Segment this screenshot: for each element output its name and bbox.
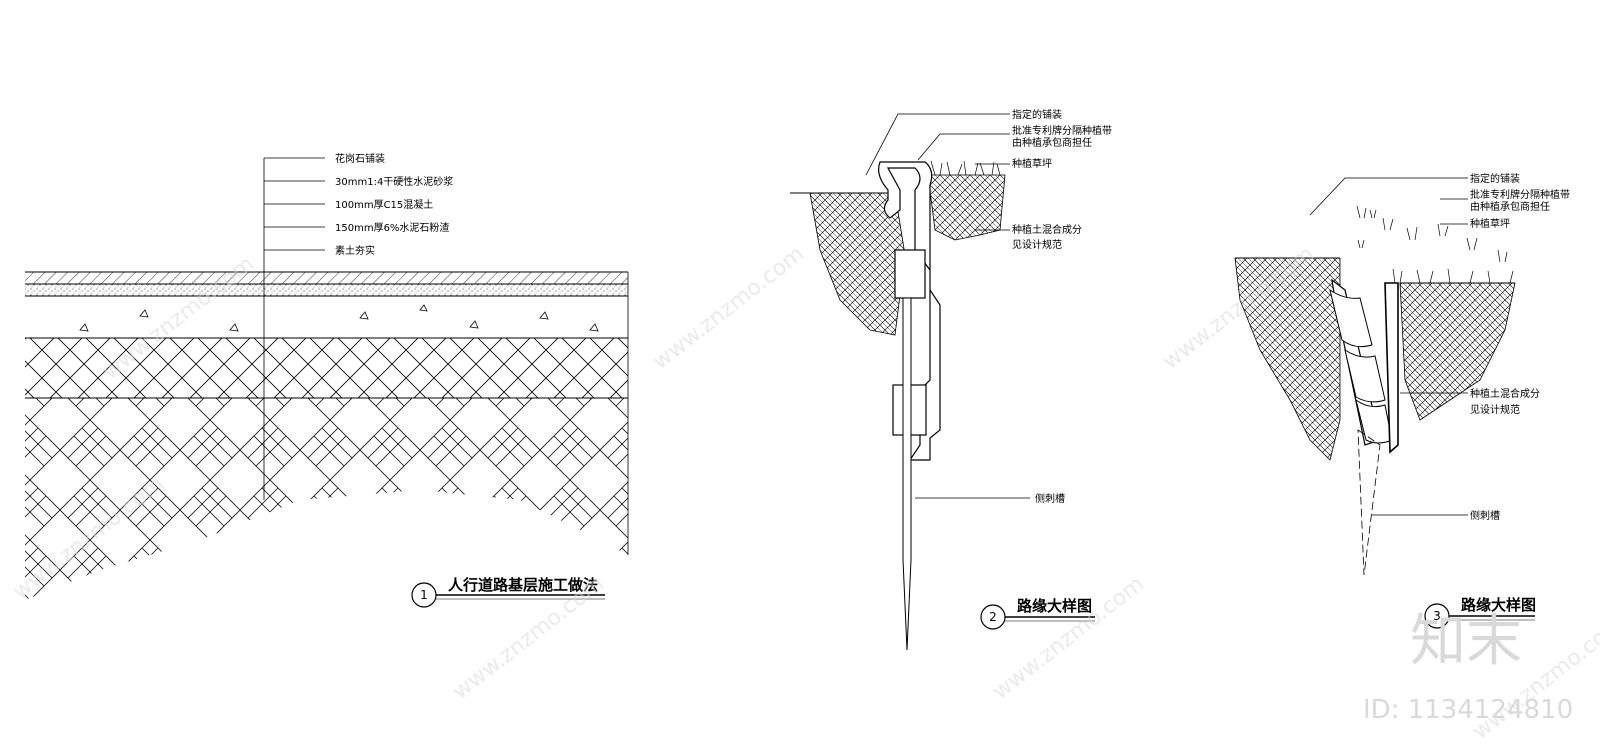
curb-clip-3-middle	[1344, 348, 1386, 403]
label-3-lawn: 种植草坪	[1470, 217, 1510, 230]
label-side-stake: 侧刺槽	[1035, 492, 1065, 505]
curb-edge-3	[1384, 282, 1399, 454]
label-3-soil-mix: 种植土混合成分	[1470, 387, 1540, 400]
lawn-grass-3	[1356, 205, 1514, 284]
label-specified-paving: 指定的铺装	[1012, 108, 1062, 121]
detail-1-number: 1	[420, 588, 428, 602]
detail-2-title: 路缘大样图	[1017, 597, 1092, 615]
layer-label-2: 30mm1:4干硬性水泥砂浆	[335, 175, 453, 188]
mortar-layer	[25, 284, 628, 296]
cement-stone-layer	[25, 338, 628, 398]
detail-2-number: 2	[989, 610, 997, 624]
label-soil-mix: 种植土混合成分	[1012, 223, 1082, 236]
label-3-side-stake: 侧刺槽	[1470, 509, 1500, 522]
detail-1-title: 人行道路基层施工做法	[448, 576, 598, 594]
label-3-patented-divider: 批准专利牌分隔种植带	[1470, 188, 1570, 201]
layer-label-5: 素土夯实	[335, 244, 375, 257]
label-patented-divider: 批准专利牌分隔种植带	[1012, 124, 1112, 137]
watermark-site-5: www.znzmo.com	[988, 571, 1149, 704]
side-stake-3	[1357, 429, 1381, 576]
curb-clip-3-lower	[1355, 398, 1393, 444]
detail-2-section: 指定的铺装 批准专利牌分隔种植带 由种植承包商担任 种植草坪 种植土混合成分 见…	[790, 108, 1112, 651]
lawn-grass	[930, 160, 1001, 176]
watermark-id: ID: 1134124810	[1363, 695, 1573, 725]
watermark-site-2: www.znzmo.com	[648, 241, 809, 374]
watermark-logo: 知末	[1410, 609, 1522, 674]
concrete-layer	[25, 296, 628, 338]
layer-label-4: 150mm厚6%水泥石粉渣	[335, 221, 449, 234]
label-3-see-spec: 见设计规范	[1470, 403, 1520, 416]
planting-soil-mix-right	[927, 174, 1006, 241]
granite-paving-layer	[25, 272, 628, 284]
detail-3-title: 路缘大样图	[1461, 596, 1536, 614]
label-contractor: 由种植承包商担任	[1012, 136, 1092, 149]
label-lawn: 种植草坪	[1012, 157, 1052, 170]
layer-label-3: 100mm厚C15混凝土	[335, 198, 433, 211]
layer-label-1: 花岗石铺装	[335, 152, 385, 165]
side-stake	[902, 297, 912, 651]
detail-3-section: 指定的铺装 批准专利牌分隔种植带 由种植承包商担任 种植草坪 种植土混合成分 见…	[1234, 172, 1570, 629]
label-see-spec: 见设计规范	[1012, 238, 1062, 251]
planting-soil-mix-3-right	[1399, 282, 1516, 421]
label-3-contractor: 由种植承包商担任	[1470, 200, 1550, 213]
curb-clip-3-upper	[1329, 288, 1373, 348]
curb-clip-upper	[894, 249, 926, 299]
label-3-specified-paving: 指定的铺装	[1470, 172, 1520, 185]
detail-3-number: 3	[1433, 609, 1441, 623]
